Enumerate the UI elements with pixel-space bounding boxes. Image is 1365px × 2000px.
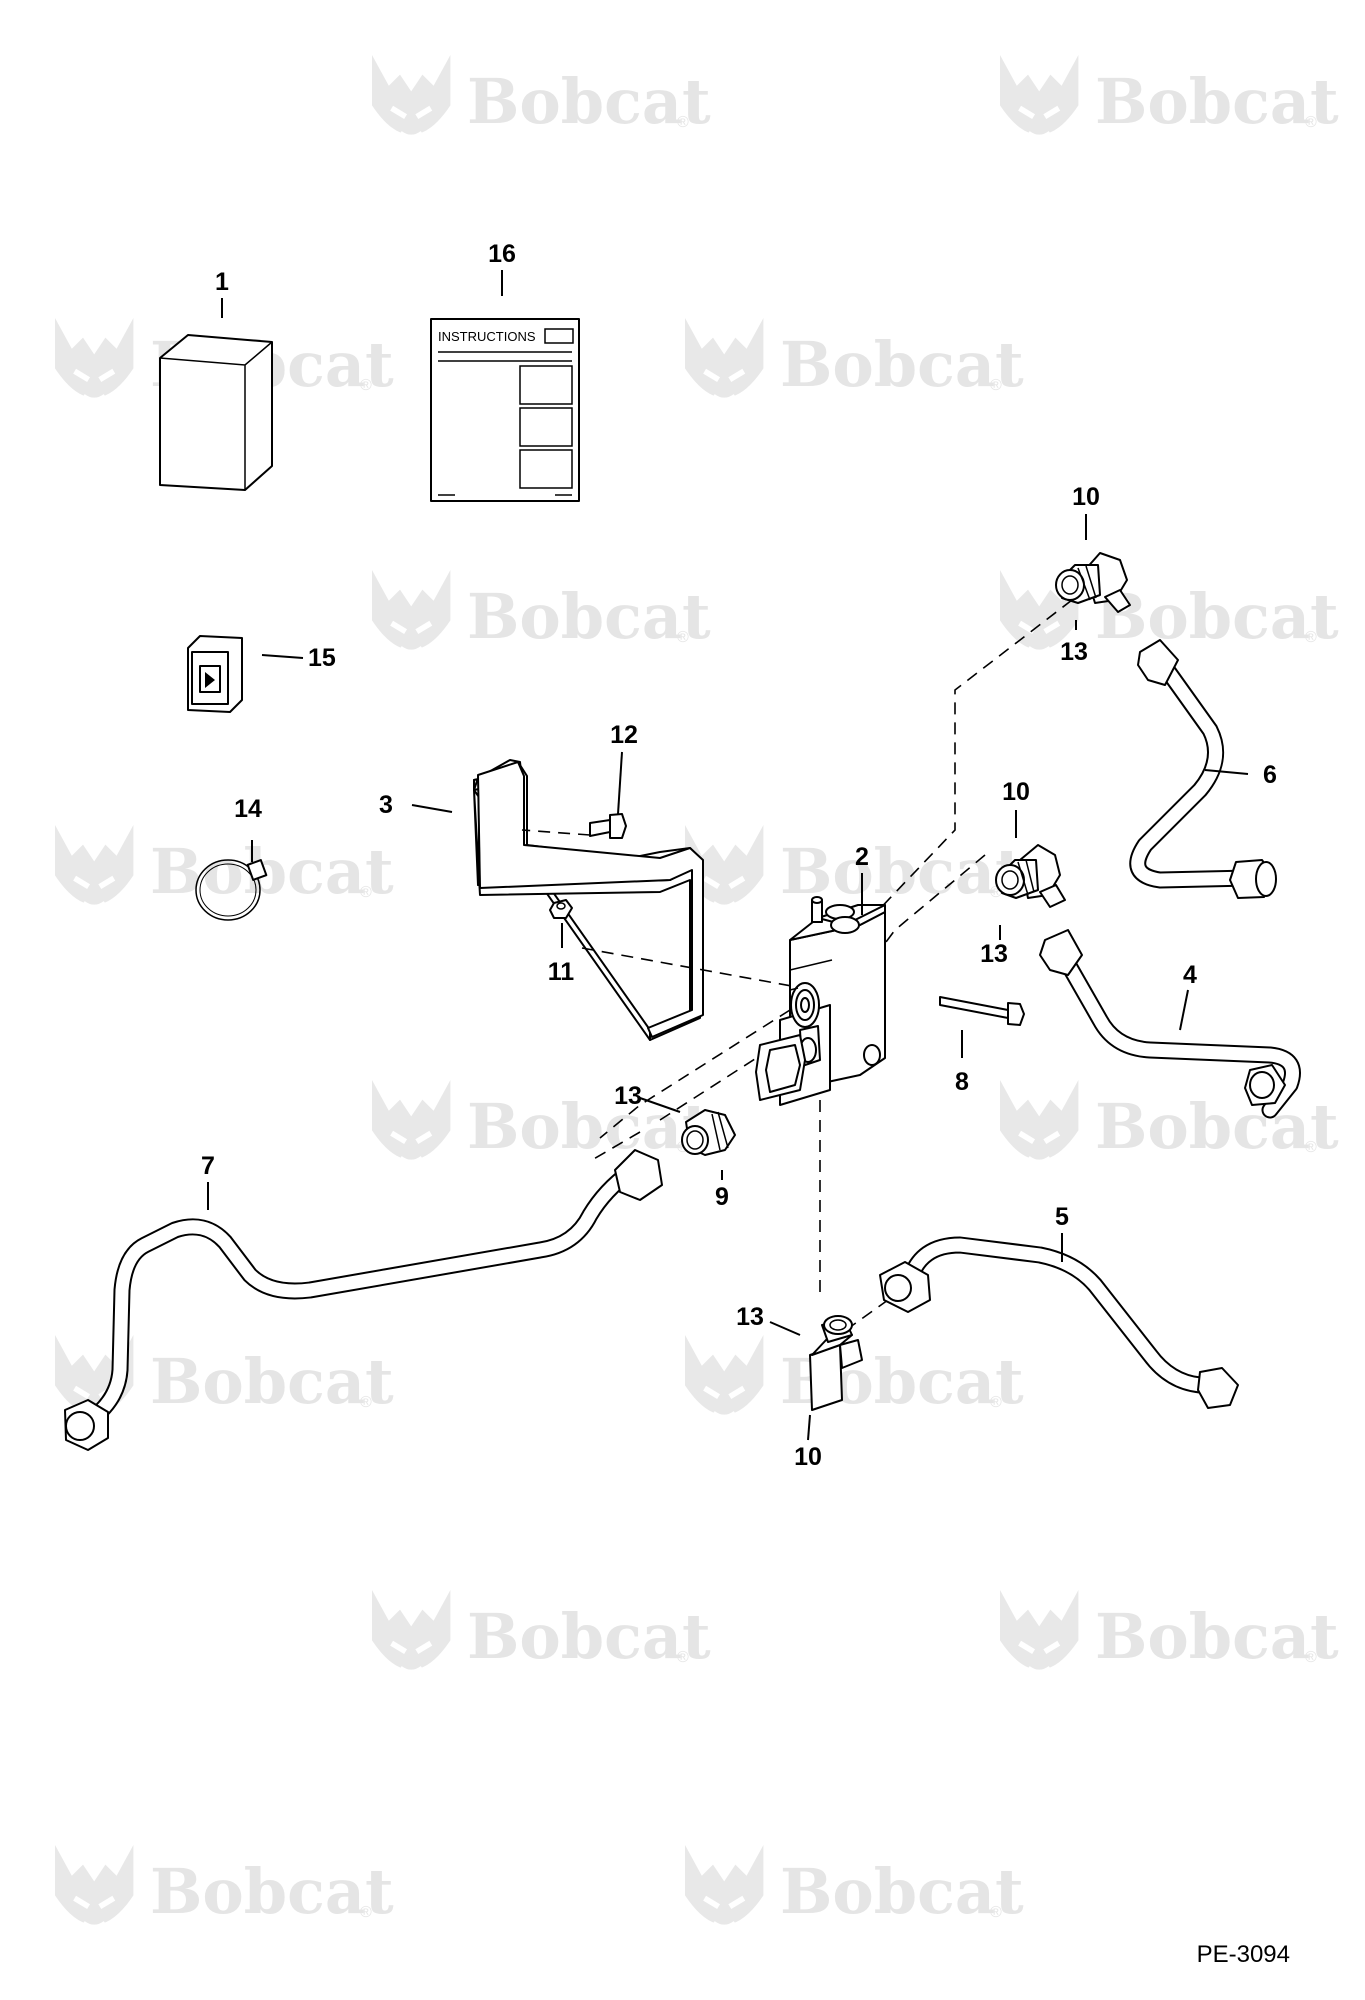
- callout-6: 6: [1263, 761, 1277, 789]
- watermark-reg: ®: [677, 629, 689, 646]
- watermark-reg: ®: [677, 114, 689, 131]
- watermark: Bobcat ®: [685, 1845, 1024, 1928]
- watermark-reg: ®: [1305, 629, 1317, 646]
- part-10-elbow-top: [1055, 552, 1131, 613]
- callout-4: 4: [1183, 961, 1197, 989]
- watermark-reg: ®: [1305, 1649, 1317, 1666]
- watermark: Bobcat ®: [1000, 55, 1339, 138]
- part-5-tube: [879, 1236, 1239, 1409]
- callout-5: 5: [1055, 1203, 1069, 1231]
- part-12-bolt: [589, 813, 627, 839]
- watermark: Bobcat ®: [372, 55, 711, 138]
- part-10-elbow-mid: [995, 844, 1066, 908]
- watermark-text: Bobcat: [467, 1090, 711, 1163]
- callout-10-mid: 10: [1002, 778, 1030, 806]
- watermark: Bobcat ®: [685, 825, 1024, 908]
- callout-9: 9: [715, 1183, 729, 1211]
- watermark-text: Bobcat: [1095, 580, 1339, 653]
- watermark-text: Bobcat: [1095, 65, 1339, 138]
- watermark-text: Bobcat: [467, 65, 711, 138]
- callout-13-left: 13: [614, 1082, 642, 1110]
- instructions-heading: INSTRUCTIONS: [438, 329, 536, 344]
- watermark: Bobcat ®: [372, 1080, 711, 1163]
- watermark-reg: ®: [1305, 114, 1317, 131]
- callout-10-top: 10: [1072, 483, 1100, 511]
- watermark: Bobcat ®: [55, 1845, 394, 1928]
- watermark-reg: ®: [360, 377, 372, 394]
- part-2-valve: [755, 896, 886, 1106]
- callout-13-mid: 13: [980, 940, 1008, 968]
- callout-8: 8: [955, 1068, 969, 1096]
- callout-14: 14: [234, 795, 262, 823]
- watermark-text: Bobcat: [780, 835, 1024, 908]
- watermark-reg: ®: [990, 1904, 1002, 1921]
- assembly-lines: [521, 599, 1073, 1331]
- watermark-reg: ®: [990, 377, 1002, 394]
- watermark-reg: ®: [360, 884, 372, 901]
- watermark-text: Bobcat: [150, 1345, 394, 1418]
- callout-7: 7: [201, 1152, 215, 1180]
- part-9-fitting: [681, 1109, 736, 1156]
- reference-code: PE-3094: [1197, 1941, 1290, 1968]
- watermark-text: Bobcat: [150, 1855, 394, 1928]
- watermark: Bobcat ®: [1000, 1590, 1339, 1673]
- watermark: Bobcat ®: [55, 1335, 394, 1418]
- watermark: Bobcat ®: [1000, 1080, 1339, 1163]
- watermark-reg: ®: [360, 1904, 372, 1921]
- watermark-text: Bobcat: [1095, 1090, 1339, 1163]
- part-8-bolt: [939, 996, 1025, 1026]
- watermark-text: Bobcat: [467, 1600, 711, 1673]
- callout-2: 2: [855, 843, 869, 871]
- part-1-box: [159, 334, 273, 491]
- part-16-instructions: INSTRUCTIONS: [430, 318, 580, 502]
- callout-1: 1: [215, 268, 229, 296]
- watermark: Bobcat ®: [55, 825, 394, 908]
- watermark-reg: ®: [1305, 1139, 1317, 1156]
- leader-lines: [207, 270, 1249, 1441]
- callout-12: 12: [610, 721, 638, 749]
- bracket-outline: [477, 761, 704, 1038]
- callout-13-top: 13: [1060, 638, 1088, 666]
- callout-3: 3: [379, 791, 393, 819]
- watermark: Bobcat ®: [372, 1590, 711, 1673]
- watermark-text: Bobcat: [780, 1855, 1024, 1928]
- part-6-tube: [1129, 639, 1277, 899]
- watermark: Bobcat ®: [1000, 570, 1339, 653]
- callout-13-bottom: 13: [736, 1303, 764, 1331]
- watermark: Bobcat ®: [372, 570, 711, 653]
- watermark-reg: ®: [677, 1649, 689, 1666]
- callout-11: 11: [548, 958, 575, 986]
- watermark-reg: ®: [990, 1394, 1002, 1411]
- watermark-text: Bobcat: [150, 835, 394, 908]
- part-14-cable-tie: [195, 859, 268, 921]
- callout-10-bottom: 10: [794, 1443, 822, 1471]
- callout-16: 16: [488, 240, 516, 268]
- part-11-nut: [549, 899, 573, 919]
- watermark-reg: ®: [360, 1394, 372, 1411]
- part-7-tube: [64, 1149, 663, 1451]
- watermark-text: Bobcat: [467, 580, 711, 653]
- part-4-tube: [1039, 929, 1301, 1119]
- callout-15: 15: [308, 644, 336, 672]
- watermark-text: Bobcat: [1095, 1600, 1339, 1673]
- callouts: 1 16 15 14 12 3 11 2 8 10 13 6 10 13 4 1…: [201, 240, 1277, 1471]
- watermark: Bobcat ®: [685, 318, 1024, 401]
- part-10-elbow-bottom: [809, 1315, 863, 1411]
- watermark-text: Bobcat: [780, 328, 1024, 401]
- part-15-switch: [187, 635, 243, 713]
